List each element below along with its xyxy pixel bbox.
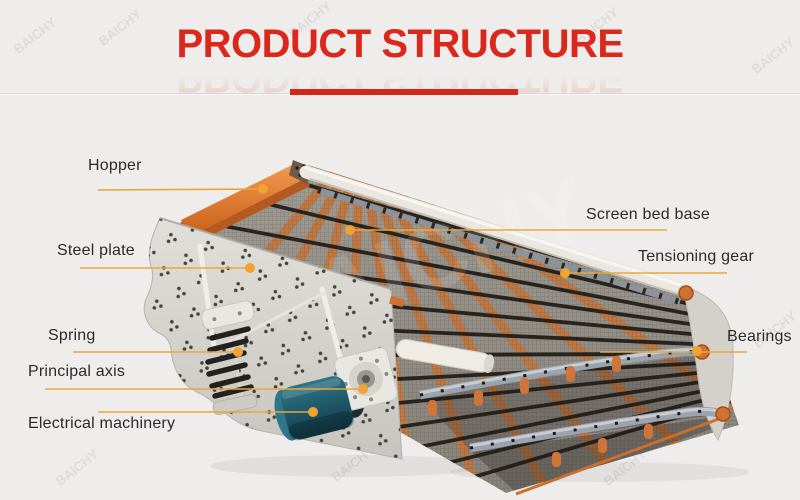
side-panel-right <box>681 285 734 442</box>
leader-dot-principal-axis <box>358 384 368 394</box>
axis-tube <box>395 339 495 374</box>
label-steel-plate: Steel plate <box>57 242 135 259</box>
leader-dot-hopper <box>258 184 268 194</box>
leader-dot-spring <box>233 347 243 357</box>
label-tensioning-gear: Tensioning gear <box>638 248 754 265</box>
leader-dot-steel-plate <box>245 263 255 273</box>
spring-part <box>201 300 258 415</box>
label-screen-bed-base: Screen bed base <box>586 206 710 223</box>
leader-dot-bearings <box>692 346 702 356</box>
leader-line-hopper <box>97 188 264 191</box>
label-bearings: Bearings <box>727 328 792 345</box>
deck-stubs <box>428 356 653 467</box>
flange-part <box>334 347 398 411</box>
label-spring: Spring <box>48 327 96 344</box>
leader-dot-screen-bed-base <box>345 225 355 235</box>
title-underline <box>290 89 518 95</box>
leader-dots <box>233 184 702 417</box>
page-title: PRODUCT STRUCTURE <box>176 22 624 66</box>
leader-dot-tensioning-gear <box>560 268 570 278</box>
leader-lines <box>45 188 747 413</box>
header: PRODUCT STRUCTURE PRODUCT STRUCTURE <box>0 0 800 100</box>
tensioning-rail <box>317 187 681 305</box>
label-principal-axis: Principal axis <box>28 363 126 380</box>
leader-dot-electrical-machinery <box>308 407 318 417</box>
top-rail <box>299 165 691 297</box>
label-electrical-machinery: Electrical machinery <box>28 415 176 432</box>
shadow <box>210 455 490 477</box>
label-hopper: Hopper <box>88 157 142 174</box>
